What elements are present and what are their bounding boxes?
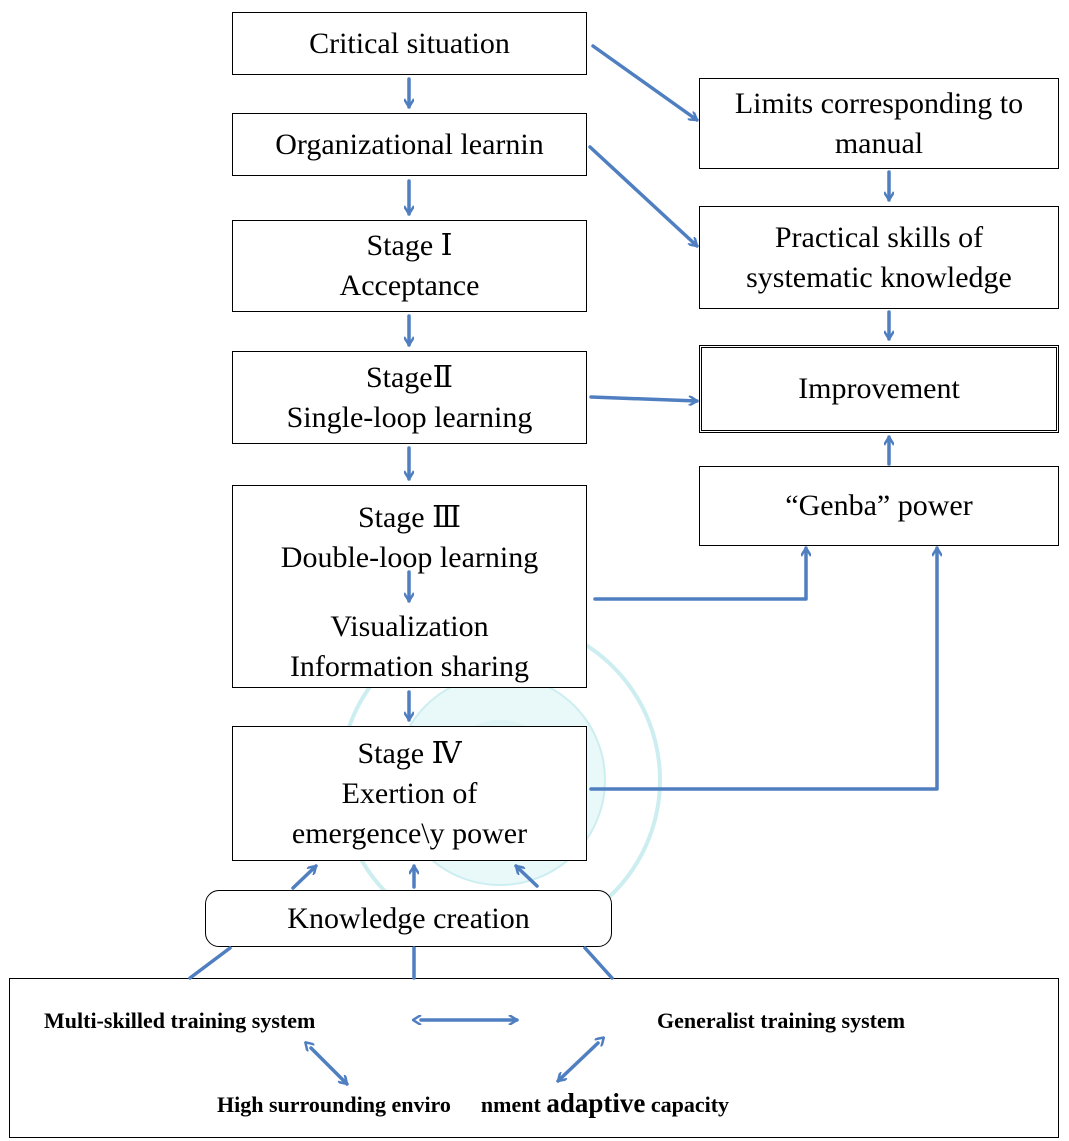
- organizational-learning-box: Organizational learnin: [232, 113, 587, 176]
- stage2-label: Single-loop learning: [286, 400, 533, 434]
- arrow-knowledge-to-stage4-left: [291, 864, 318, 890]
- capacity-part: capacity: [650, 1092, 730, 1117]
- arrow-knowledge-to-stage4-right: [514, 864, 539, 888]
- nment-part: nment: [480, 1092, 541, 1117]
- generalist-label: Generalist training system: [657, 1008, 906, 1033]
- stage2-box: StageⅡ Single-loop learning: [232, 351, 587, 444]
- improvement-label: Improvement: [798, 372, 960, 405]
- critical-situation-box: Critical situation: [232, 12, 587, 75]
- high-surrounding-label: High surrounding enviro nment adaptive ca…: [217, 1088, 729, 1119]
- knowledge-creation-label: Knowledge creation: [287, 901, 530, 935]
- limits-box: Limits corresponding to manual: [699, 78, 1059, 169]
- stage3-label: Double-loop learning: [280, 541, 539, 574]
- stage1-label: Acceptance: [339, 269, 480, 302]
- limits-line2: manual: [834, 126, 924, 160]
- practical-line2: systematic knowledge: [746, 260, 1012, 294]
- organizational-learning-label: Organizational learnin: [275, 127, 544, 161]
- arrow-stage4-to-genba: [589, 546, 937, 791]
- adaptive-part: adaptive: [546, 1088, 646, 1118]
- practical-line1: Practical skills of: [774, 220, 984, 254]
- double-arrow-multi-high: [311, 1048, 349, 1086]
- stage4-title: Stage Ⅳ: [357, 736, 462, 770]
- line-bottom-right-to-knowledge: [583, 946, 614, 980]
- arrow-stage2-to-improvement: [589, 395, 699, 401]
- stage3-visualization: Visualization: [330, 610, 489, 643]
- line-bottom-left-to-knowledge: [188, 946, 232, 980]
- double-arrow-generalist-high: [556, 1043, 598, 1083]
- stage4-line1: Exertion of: [341, 776, 478, 810]
- stage2-title: StageⅡ: [365, 360, 454, 394]
- stage1-box: Stage Ⅰ Acceptance: [232, 220, 587, 312]
- genba-power-box: “Genba” power: [699, 466, 1059, 546]
- limits-line1: Limits corresponding to: [734, 86, 1024, 120]
- improvement-box: Improvement: [699, 345, 1059, 433]
- genba-power-label: “Genba” power: [785, 489, 973, 522]
- arrow-stage3-to-genba: [593, 546, 806, 601]
- training-systems-box: [9, 978, 1059, 1138]
- stage4-box: Stage Ⅳ Exertion of emergence\y power: [232, 726, 587, 861]
- multi-skilled-label: Multi-skilled training system: [44, 1008, 316, 1033]
- stage3-title: Stage Ⅲ: [357, 501, 462, 534]
- stage1-title: Stage Ⅰ: [366, 229, 453, 262]
- stage3-information-sharing: Information sharing: [289, 650, 530, 683]
- critical-situation-label: Critical situation: [309, 26, 510, 60]
- arrow-org-to-practical: [588, 145, 699, 248]
- high-part: High surrounding enviro: [217, 1092, 451, 1117]
- arrow-critical-to-limits: [591, 44, 697, 122]
- stage4-line2: emergence\y power: [291, 816, 528, 850]
- knowledge-creation-box: Knowledge creation: [205, 890, 612, 947]
- practical-skills-box: Practical skills of systematic knowledge: [699, 206, 1059, 309]
